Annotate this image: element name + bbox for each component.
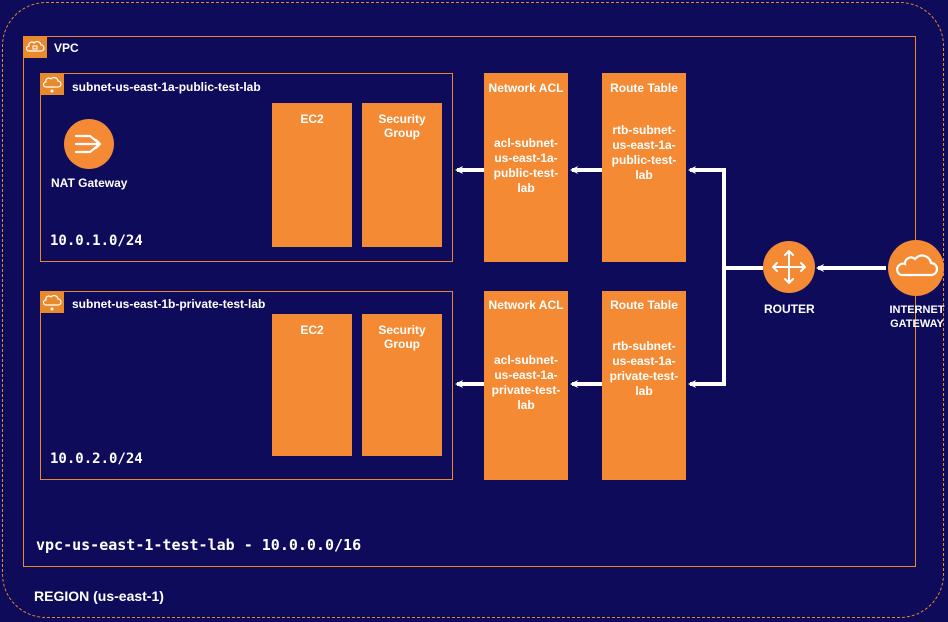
internet-gateway-label: INTERNET GATEWAY xyxy=(872,303,948,331)
nacl-line: acl-subnet- xyxy=(493,136,558,150)
nacl-box-private: Network ACL acl-subnet- us-east-1a- priv… xyxy=(484,291,568,480)
igw-label-line1: INTERNET xyxy=(889,304,945,316)
ec2-box-private: EC2 xyxy=(272,314,352,456)
ec2-label: EC2 xyxy=(300,323,324,337)
cloud-icon xyxy=(886,239,948,297)
sg-label-line1: Security xyxy=(378,323,426,337)
subnet-public-title: subnet-us-east-1a-public-test-lab xyxy=(72,80,261,94)
sg-label-line1: Security xyxy=(378,112,426,126)
arrow-router-to-rtb-private xyxy=(688,268,726,388)
rtb-line: us-east-1a- xyxy=(612,354,676,368)
rtb-line: lab xyxy=(635,168,653,182)
nacl-line: acl-subnet- xyxy=(493,353,558,367)
vpc-footer: vpc-us-east-1-test-lab - 10.0.0.0/16 xyxy=(36,536,362,554)
vpc-title: VPC xyxy=(54,41,79,55)
ec2-label: EC2 xyxy=(300,112,324,126)
route-table-box-public: Route Table rtb-subnet- us-east-1a- publ… xyxy=(602,73,686,262)
subnet-private-title: subnet-us-east-1b-private-test-lab xyxy=(72,297,266,311)
nacl-box-public: Network ACL acl-subnet- us-east-1a- publ… xyxy=(484,73,568,262)
subnet-private xyxy=(40,291,453,480)
sg-label-line2: Group xyxy=(384,337,420,351)
vpc-cloud-icon xyxy=(23,36,47,58)
sg-label-line2: Group xyxy=(384,126,420,140)
rtb-line: us-east-1a- xyxy=(612,138,676,152)
subnet-lock-icon xyxy=(40,291,64,313)
rtb-title: Route Table xyxy=(610,81,678,95)
rtb-line: rtb-subnet- xyxy=(612,339,676,353)
route-table-box-private: Route Table rtb-subnet- us-east-1a- priv… xyxy=(602,291,686,480)
nat-gateway-label: NAT Gateway xyxy=(51,176,128,190)
nacl-title: Network ACL xyxy=(488,81,564,95)
vpc-boundary xyxy=(23,36,916,567)
arrow-router-to-rtb-public xyxy=(688,166,763,270)
router-icon xyxy=(763,241,815,293)
nacl-title: Network ACL xyxy=(488,298,564,312)
nacl-line: us-east-1a- xyxy=(494,151,558,165)
rtb-line: lab xyxy=(635,384,653,398)
nacl-line: public-test- xyxy=(493,166,559,180)
igw-label-line2: GATEWAY xyxy=(890,318,944,330)
rtb-line: public-test- xyxy=(611,153,677,167)
security-group-box-private: Security Group xyxy=(362,314,442,456)
nat-gateway-icon xyxy=(64,119,114,169)
subnet-lock-icon xyxy=(40,73,64,95)
router-label: ROUTER xyxy=(764,302,815,316)
subnet-private-cidr: 10.0.2.0/24 xyxy=(50,451,143,467)
nacl-line: us-east-1a- xyxy=(494,368,558,382)
rtb-line: private-test- xyxy=(609,369,679,383)
subnet-public-cidr: 10.0.1.0/24 xyxy=(50,233,143,249)
rtb-title: Route Table xyxy=(610,298,678,312)
nacl-line: private-test- xyxy=(491,383,561,397)
region-label: REGION (us-east-1) xyxy=(34,588,164,604)
security-group-box-public: Security Group xyxy=(362,103,442,247)
nacl-line: lab xyxy=(517,181,535,195)
nacl-line: lab xyxy=(517,398,535,412)
ec2-box-public: EC2 xyxy=(272,103,352,247)
rtb-line: rtb-subnet- xyxy=(612,123,676,137)
subnet-public xyxy=(40,73,453,262)
